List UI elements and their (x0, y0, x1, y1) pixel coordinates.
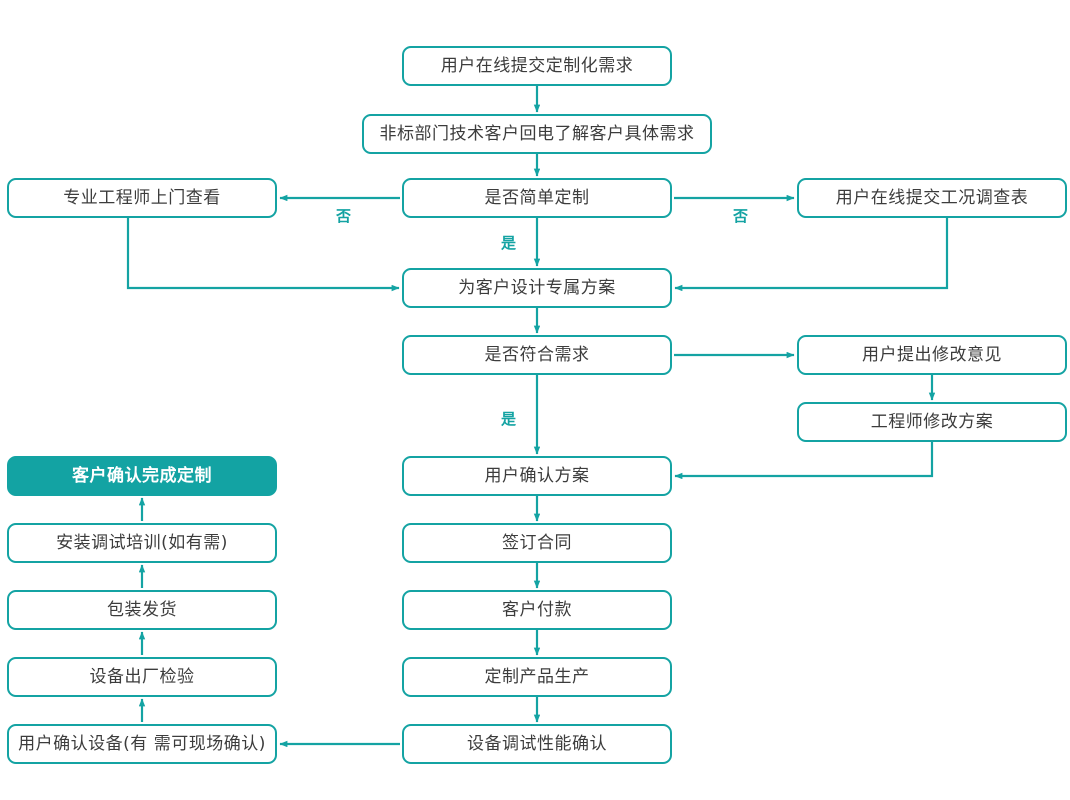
edge-label-yes-simple: 是 (501, 234, 517, 252)
edge-n5-n6 (674, 218, 949, 292)
edge-n4-n6 (126, 218, 400, 292)
edge-n9-n10 (674, 442, 934, 480)
node-sign-contract[interactable]: 签订合同 (402, 523, 672, 563)
node-customer-payment[interactable]: 客户付款 (402, 590, 672, 630)
node-factory-inspection[interactable]: 设备出厂检验 (7, 657, 277, 697)
node-design-exclusive-plan[interactable]: 为客户设计专属方案 (402, 268, 672, 308)
edge-label-no-right: 否 (733, 207, 749, 225)
node-meets-requirements[interactable]: 是否符合需求 (402, 335, 672, 375)
node-customer-confirm-complete[interactable]: 客户确认完成定制 (7, 456, 277, 496)
node-equipment-commissioning-confirm[interactable]: 设备调试性能确认 (402, 724, 672, 764)
node-packaging-shipping[interactable]: 包装发货 (7, 590, 277, 630)
node-nonstandard-dept-callback[interactable]: 非标部门技术客户回电了解客户具体需求 (362, 114, 712, 154)
node-is-simple-customization[interactable]: 是否简单定制 (402, 178, 672, 218)
node-user-confirm-plan[interactable]: 用户确认方案 (402, 456, 672, 496)
node-user-submit-condition-survey[interactable]: 用户在线提交工况调查表 (797, 178, 1067, 218)
node-engineer-revise-plan[interactable]: 工程师修改方案 (797, 402, 1067, 442)
node-user-confirm-equipment[interactable]: 用户确认设备(有 需可现场确认) (7, 724, 277, 764)
edge-label-yes-requirements: 是 (501, 410, 517, 428)
node-installation-training[interactable]: 安装调试培训(如有需) (7, 523, 277, 563)
node-user-revision-feedback[interactable]: 用户提出修改意见 (797, 335, 1067, 375)
edge-label-no-left: 否 (336, 207, 352, 225)
node-engineer-onsite-inspection[interactable]: 专业工程师上门查看 (7, 178, 277, 218)
node-custom-product-manufacturing[interactable]: 定制产品生产 (402, 657, 672, 697)
node-user-submit-custom-request[interactable]: 用户在线提交定制化需求 (402, 46, 672, 86)
